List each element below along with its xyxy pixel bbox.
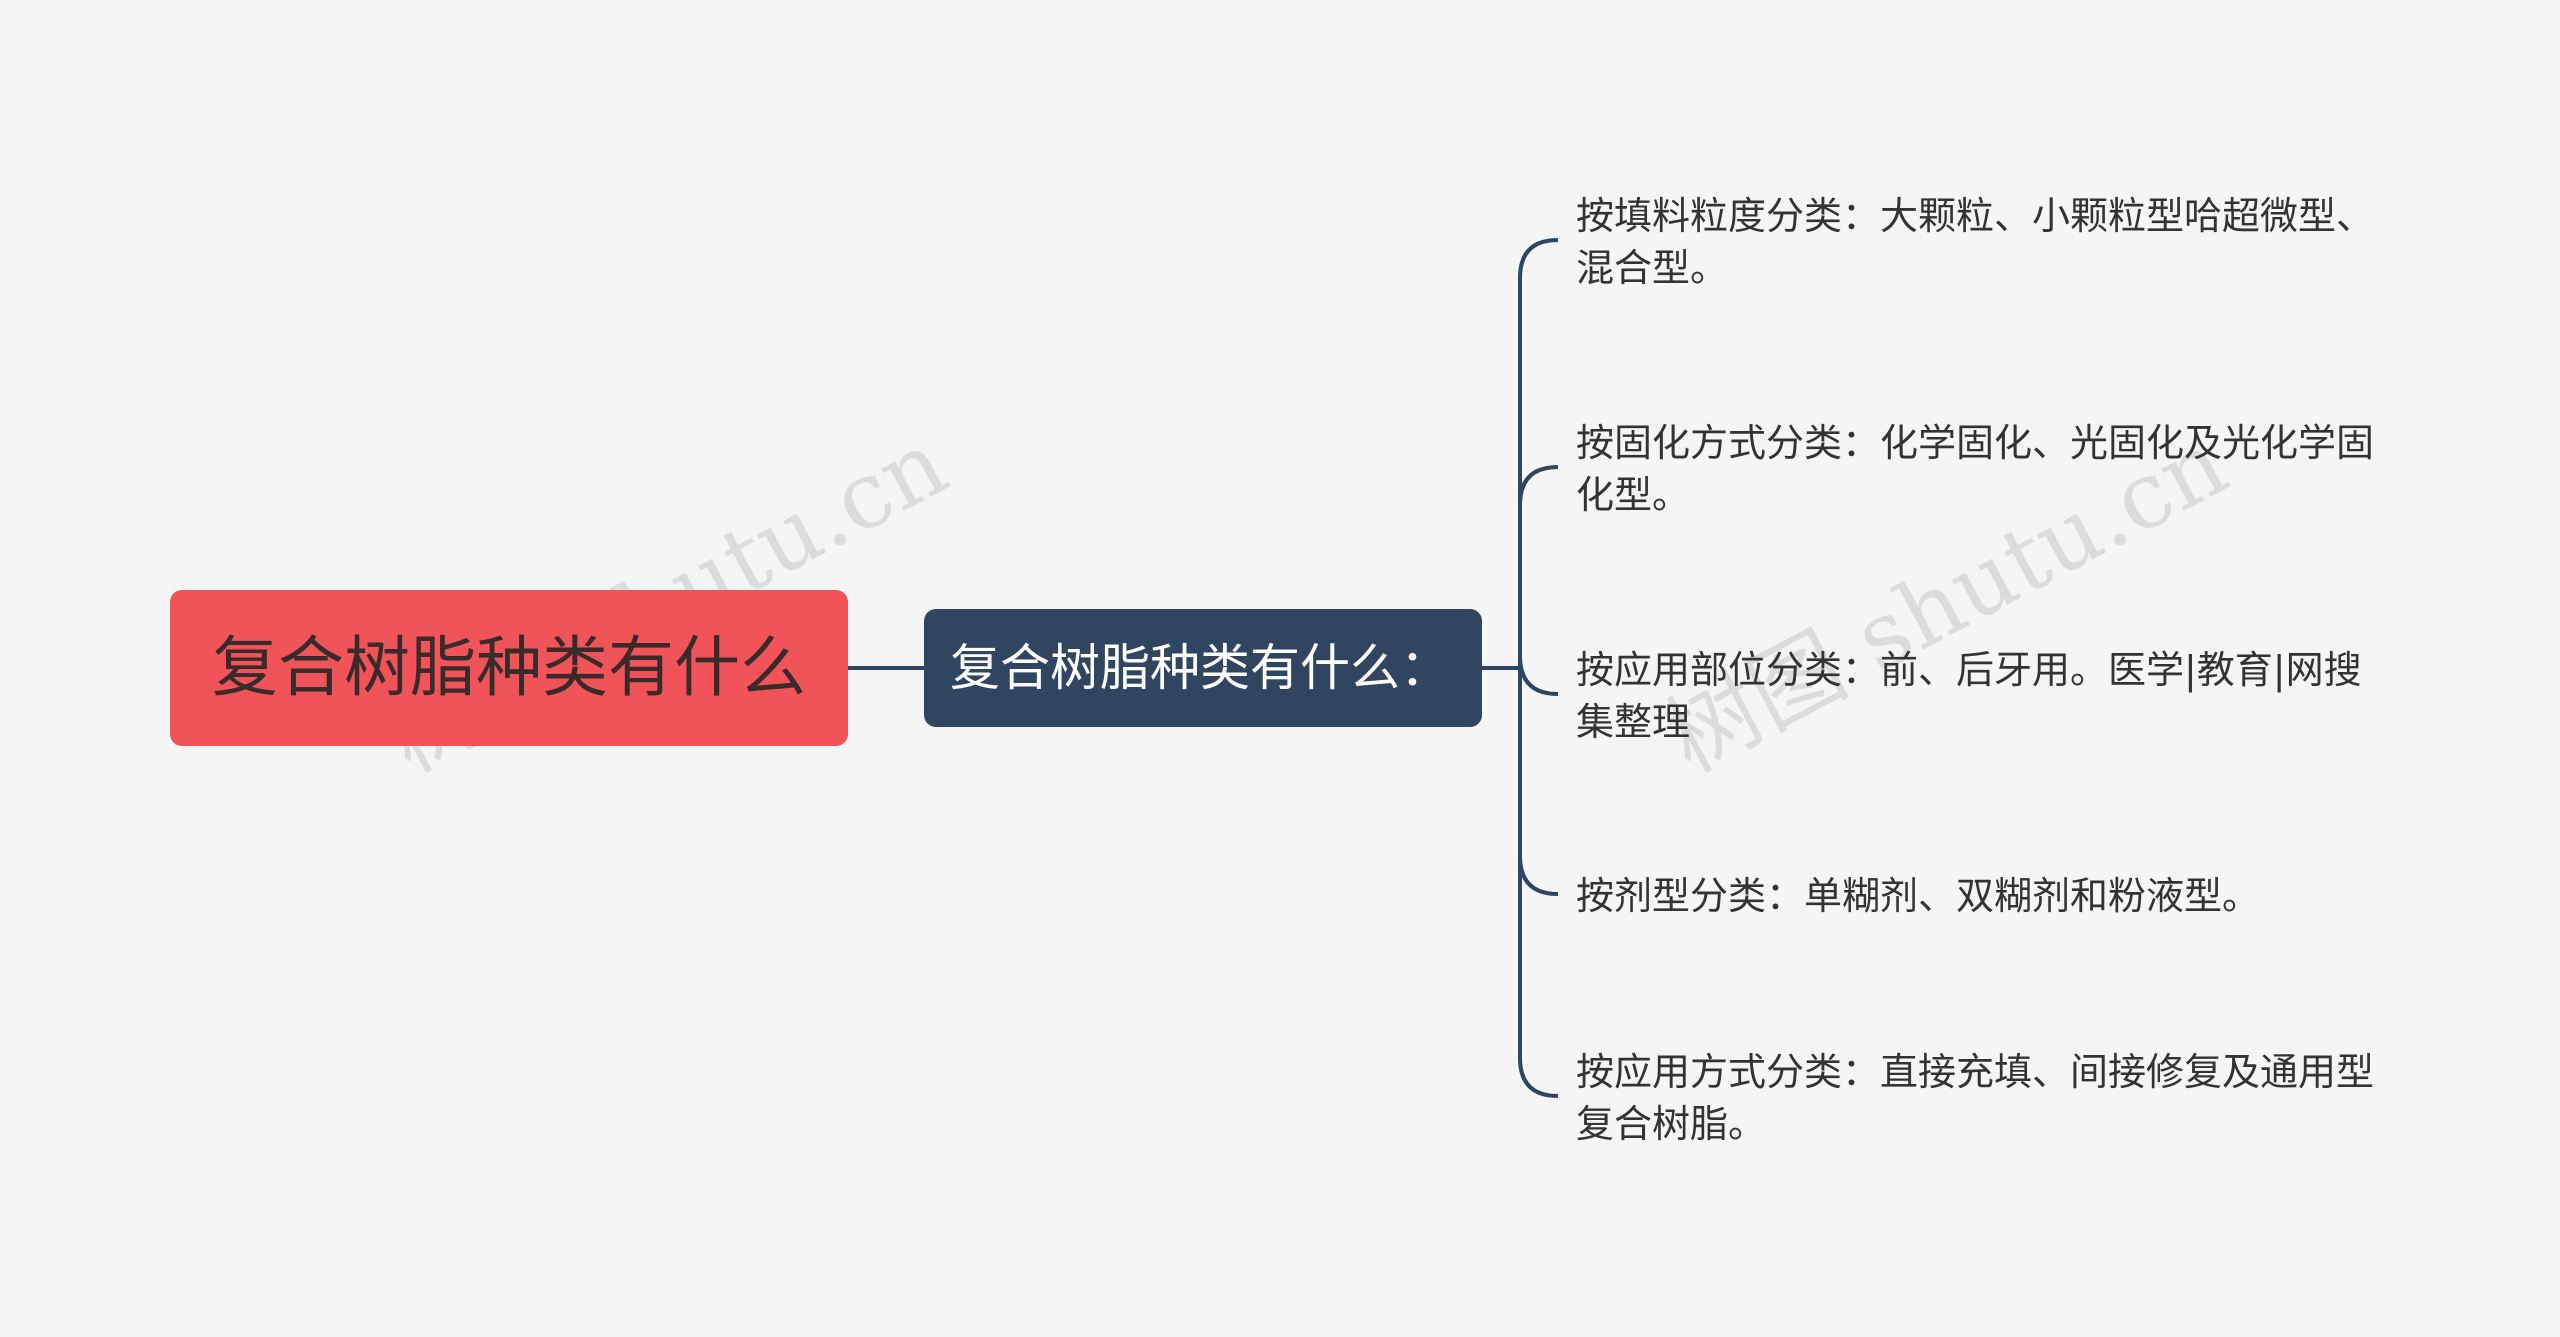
leaf-node-2[interactable]: 按固化方式分类：化学固化、光固化及光化学固化型。 [1576,417,2376,521]
leaf-node-3[interactable]: 按应用部位分类：前、后牙用。医学|教育|网搜集整理 [1576,644,2376,748]
root-node-label: 复合树脂种类有什么 [212,629,806,706]
leaf-connector-2 [1518,465,1559,506]
leaf-connector-4 [1518,855,1559,896]
leaf-bracket [1518,238,1559,1098]
root-node[interactable]: 复合树脂种类有什么 [170,590,848,746]
leaf-node-4[interactable]: 按剂型分类：单糊剂、双糊剂和粉液型。 [1576,870,2376,922]
leaf-node-label: 按应用部位分类：前、后牙用。医学|教育|网搜集整理 [1576,648,2362,744]
leaf-node-label: 按固化方式分类：化学固化、光固化及光化学固化型。 [1576,421,2375,517]
leaf-node-1[interactable]: 按填料粒度分类：大颗粒、小颗粒型哈超微型、混合型。 [1576,190,2376,294]
leaf-node-label: 按剂型分类：单糊剂、双糊剂和粉液型。 [1576,874,2261,918]
leaf-connector-3 [1518,655,1559,696]
branch-node-label: 复合树脂种类有什么： [950,639,1450,697]
leaf-node-5[interactable]: 按应用方式分类：直接充填、间接修复及通用型复合树脂。 [1576,1046,2376,1150]
leaf-node-label: 按填料粒度分类：大颗粒、小颗粒型哈超微型、混合型。 [1576,194,2375,290]
leaf-node-label: 按应用方式分类：直接充填、间接修复及通用型复合树脂。 [1576,1050,2375,1146]
branch-node[interactable]: 复合树脂种类有什么： [924,609,1482,727]
